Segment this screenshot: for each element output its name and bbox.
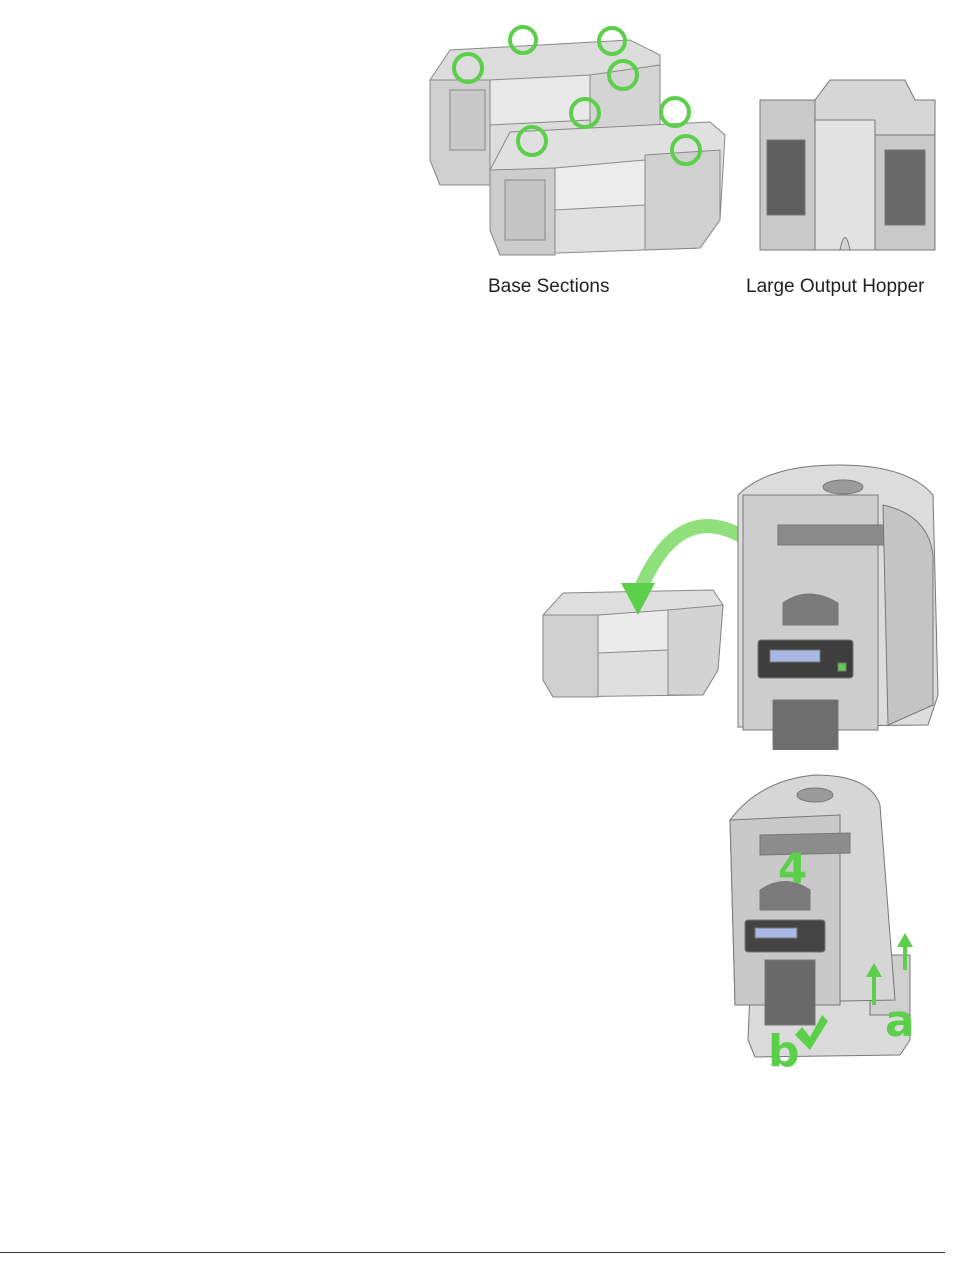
up-arrow (903, 945, 907, 970)
printer (738, 465, 938, 750)
footer-rule (0, 1252, 945, 1253)
label-b: b (768, 1030, 800, 1074)
base-sections-illustration (420, 20, 730, 265)
printer-with-base-illustration (538, 455, 948, 750)
base-section (543, 590, 723, 697)
label-a: a (885, 1000, 915, 1044)
placement-arrow (638, 526, 748, 595)
printer-on-base-illustration (720, 765, 950, 1080)
tab-circle (661, 98, 689, 126)
base-sections-caption: Base Sections (488, 276, 609, 298)
front-base-section (490, 122, 725, 255)
up-arrow (872, 975, 876, 1005)
large-output-hopper-caption: Large Output Hopper (746, 276, 925, 298)
step-number-label: 4 (778, 848, 807, 890)
large-output-hopper-illustration (755, 75, 940, 260)
